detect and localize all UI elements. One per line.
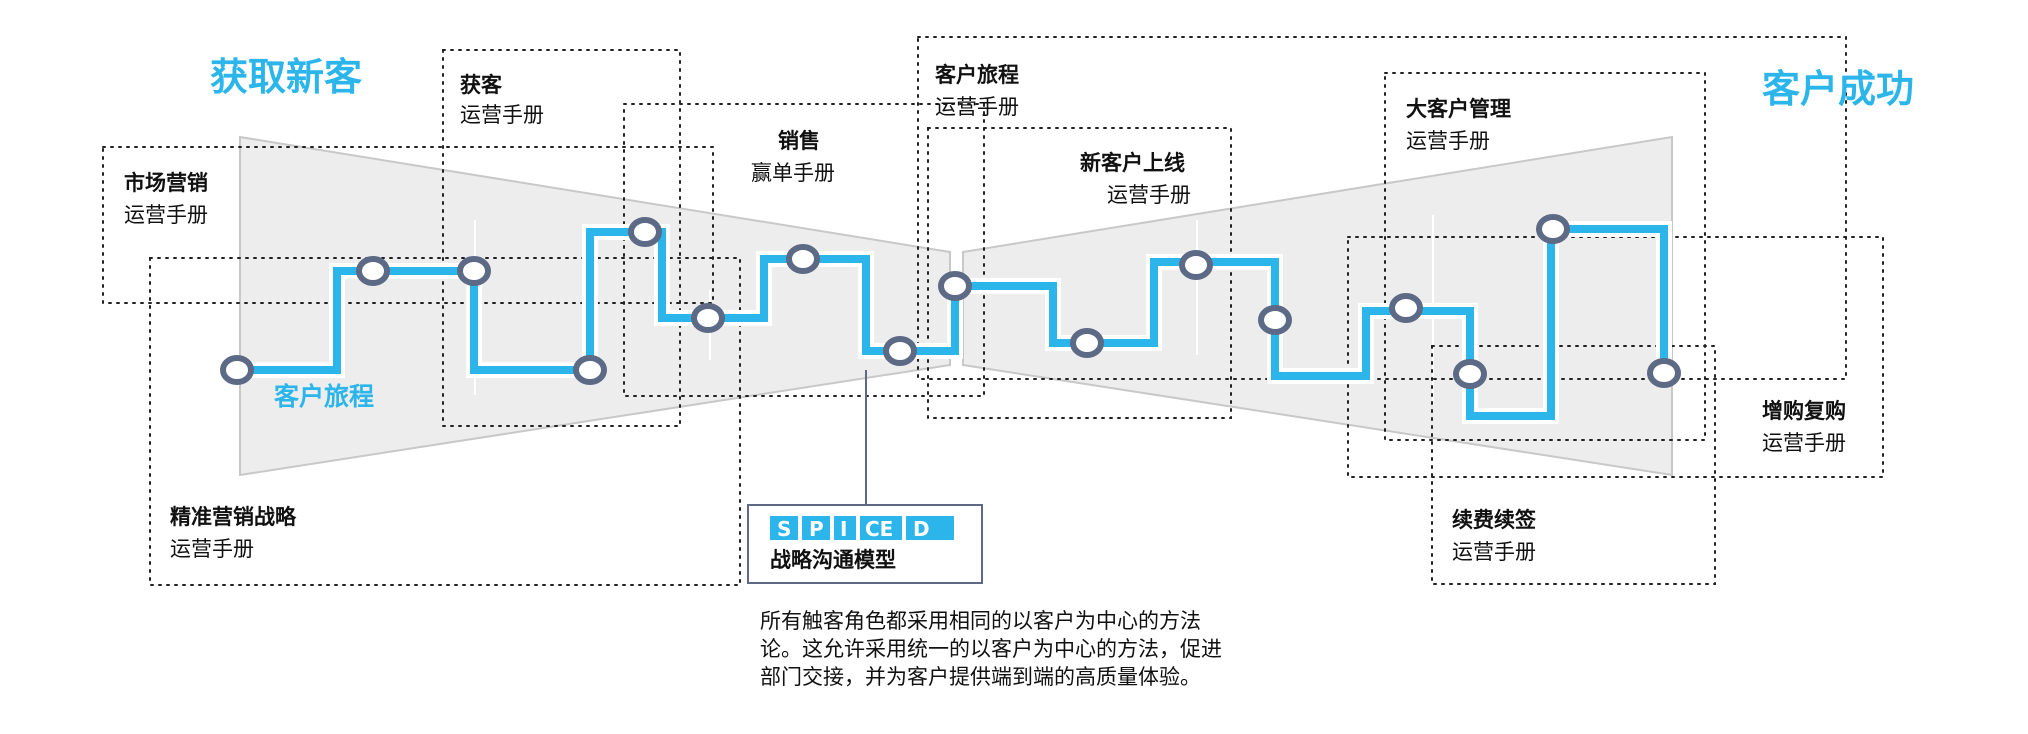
journey-node xyxy=(457,256,491,286)
box-title-renewal: 续费续签 xyxy=(1452,508,1537,532)
description-line-3: 部门交接，并为客户提供端到端的高质量体验。 xyxy=(760,665,1201,689)
spiced-letter-s: S xyxy=(777,517,791,541)
box-title-key-account: 大客户管理 xyxy=(1406,97,1511,121)
spiced-letter-p: P xyxy=(809,517,824,541)
box-subtitle-onboarding: 运营手册 xyxy=(1107,183,1191,207)
journey-node xyxy=(1389,293,1423,323)
box-key-account xyxy=(1384,72,1706,441)
box-acquire xyxy=(442,49,681,427)
journey-node xyxy=(1453,359,1487,389)
box-subtitle-upsell: 运营手册 xyxy=(1762,431,1846,455)
box-renewal xyxy=(1431,345,1716,585)
spiced-letter-i: I xyxy=(840,517,847,541)
box-subtitle-precision-marketing: 运营手册 xyxy=(170,537,254,561)
spiced-letter-ce: CE xyxy=(865,517,893,541)
journey-node xyxy=(1179,250,1213,280)
journey-node xyxy=(356,256,390,286)
box-title-acquire: 获客 xyxy=(460,73,503,97)
box-title-customer-journey: 客户旅程 xyxy=(935,63,1019,87)
journey-node xyxy=(1536,214,1570,244)
description-line-2: 论。这允许采用统一的以客户为中心的方法，促进 xyxy=(760,637,1222,661)
box-title-upsell: 增购复购 xyxy=(1762,399,1846,423)
journey-node xyxy=(691,303,725,333)
spiced-letter-bg xyxy=(906,516,954,540)
customer-success-funnel xyxy=(962,135,1673,477)
box-subtitle-renewal: 运营手册 xyxy=(1452,540,1536,564)
box-new-customer-onboarding xyxy=(927,127,1232,419)
journey-node xyxy=(786,244,820,274)
journey-node xyxy=(220,355,254,385)
spiced-caption: 战略沟通模型 xyxy=(770,548,896,572)
box-subtitle-sales: 赢单手册 xyxy=(751,161,835,185)
journey-node xyxy=(628,217,662,247)
spiced-model-box: S P I CE D 战略沟通模型 xyxy=(747,504,983,584)
journey-node xyxy=(573,355,607,385)
heading-acquisition: 获取新客 xyxy=(210,55,362,99)
box-subtitle-marketing: 运营手册 xyxy=(124,203,208,227)
journey-node xyxy=(1258,305,1292,335)
box-subtitle-acquire: 运营手册 xyxy=(460,103,544,127)
journey-label: 客户旅程 xyxy=(274,382,374,411)
box-subtitle-key-account: 运营手册 xyxy=(1406,129,1490,153)
journey-nodes xyxy=(220,214,1681,389)
journey-node xyxy=(1647,358,1681,388)
spiced-letter-bg xyxy=(770,516,798,540)
box-subtitle-customer-journey: 运营手册 xyxy=(935,95,1019,119)
journey-node xyxy=(883,336,917,366)
spiced-letter-d: D xyxy=(913,517,930,541)
journey-node xyxy=(1070,328,1104,358)
journey-node xyxy=(938,271,972,301)
heading-customer-success: 客户成功 xyxy=(1762,67,1914,111)
box-precision-marketing xyxy=(149,257,741,586)
box-market-marketing xyxy=(102,146,714,304)
spiced-letter-bg xyxy=(860,516,902,540)
box-title-marketing: 市场营销 xyxy=(124,171,208,195)
spiced-letter-bg xyxy=(802,516,830,540)
box-title-precision-marketing: 精准营销战略 xyxy=(170,505,297,529)
box-title-sales: 销售 xyxy=(778,129,820,153)
box-title-onboarding: 新客户上线 xyxy=(1080,151,1185,175)
box-customer-journey xyxy=(917,36,1847,380)
spiced-letter-bg xyxy=(834,516,856,540)
box-upsell xyxy=(1347,236,1884,478)
box-sales xyxy=(623,103,985,397)
description-line-1: 所有触客角色都采用相同的以客户为中心的方法 xyxy=(760,609,1201,633)
